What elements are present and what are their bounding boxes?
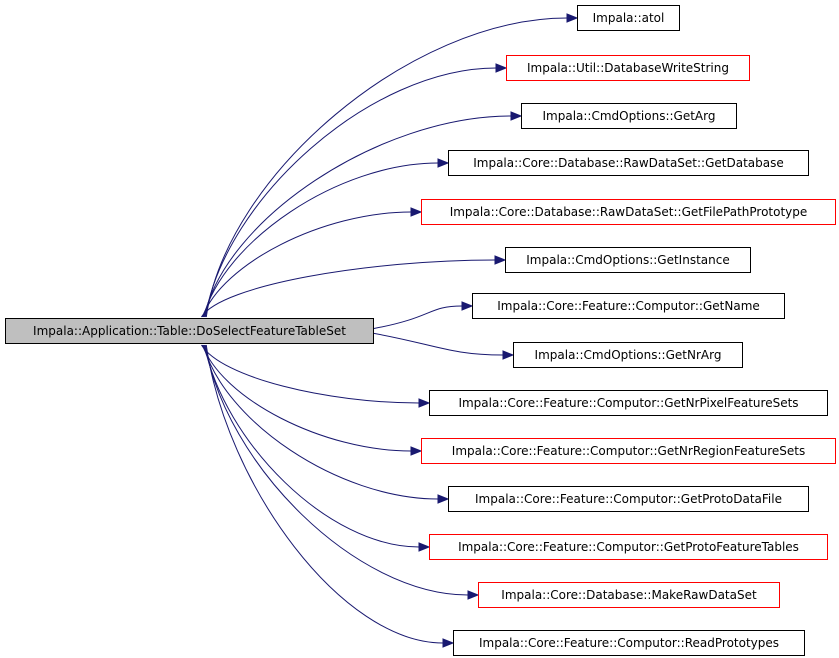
call-edge <box>373 305 463 329</box>
callee-node[interactable]: Impala::Core::Feature::Computor::GetNrRe… <box>421 438 836 464</box>
arrowhead-icon <box>418 398 431 408</box>
arrowhead-icon <box>510 111 523 121</box>
call-edge <box>204 344 469 596</box>
callee-node[interactable]: Impala::Core::Database::RawDataSet::GetD… <box>448 150 809 176</box>
arrowhead-icon <box>461 301 474 311</box>
callee-node[interactable]: Impala::Util::DatabaseWriteString <box>506 55 750 81</box>
call-edge <box>203 344 420 548</box>
arrowhead-icon <box>410 207 423 217</box>
arrowhead-icon <box>566 13 579 23</box>
callee-node[interactable]: Impala::Core::Feature::Computor::GetNrPi… <box>429 390 828 416</box>
callee-node[interactable]: Impala::Core::Feature::Computor::ReadPro… <box>453 630 805 656</box>
arrowhead-icon <box>442 638 455 648</box>
arrowhead-icon <box>437 158 450 168</box>
callee-node[interactable]: Impala::Core::Database::RawDataSet::GetF… <box>421 199 836 225</box>
call-edge <box>202 162 439 318</box>
callee-node[interactable]: Impala::Core::Feature::Computor::GetProt… <box>429 534 828 560</box>
call-edge <box>201 344 420 404</box>
call-edge <box>201 211 412 318</box>
arrowhead-icon <box>410 446 423 456</box>
call-edge <box>202 344 439 500</box>
call-edge <box>204 67 497 318</box>
arrowhead-icon <box>502 350 515 360</box>
root-function-node: Impala::Application::Table::DoSelectFeat… <box>5 318 374 344</box>
callee-node[interactable]: Impala::CmdOptions::GetNrArg <box>513 342 743 368</box>
callee-node[interactable]: Impala::Core::Feature::Computor::GetName <box>472 293 785 319</box>
callee-node[interactable]: Impala::CmdOptions::GetArg <box>521 103 737 129</box>
call-edge <box>200 259 496 318</box>
call-edge <box>373 332 504 356</box>
call-edge <box>205 17 568 318</box>
arrowhead-icon <box>418 542 431 552</box>
callee-node[interactable]: Impala::Core::Feature::Computor::GetProt… <box>448 486 809 512</box>
call-edge <box>203 115 512 318</box>
arrowhead-icon <box>495 63 508 73</box>
callee-node[interactable]: Impala::CmdOptions::GetInstance <box>505 247 751 273</box>
callee-node[interactable]: Impala::Core::Database::MakeRawDataSet <box>478 582 780 608</box>
arrowhead-icon <box>494 255 507 265</box>
call-edge <box>205 344 444 644</box>
call-edge <box>201 344 412 452</box>
callee-node[interactable]: Impala::atol <box>577 5 680 31</box>
arrowhead-icon <box>467 590 480 600</box>
arrowhead-icon <box>437 494 450 504</box>
